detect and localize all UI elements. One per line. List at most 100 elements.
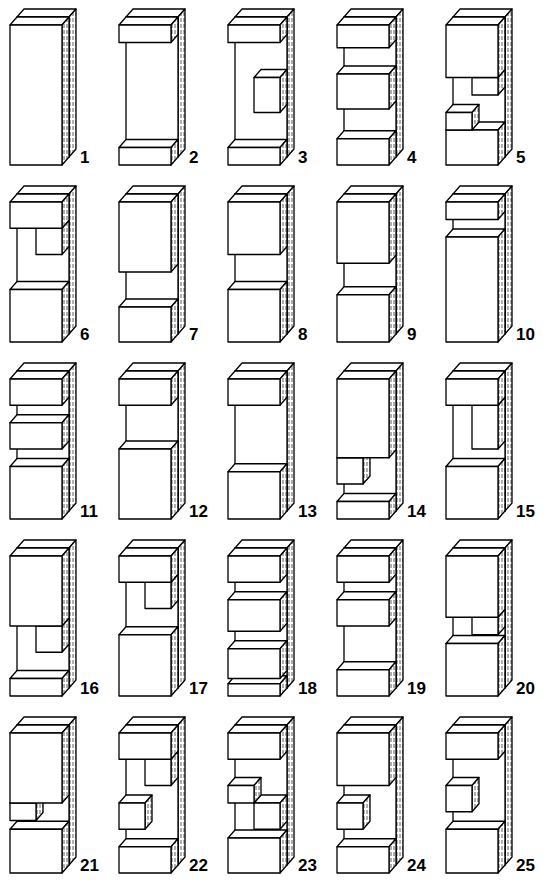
block-face	[228, 25, 280, 43]
block-face	[337, 295, 389, 342]
block-face	[178, 540, 185, 688]
callout-number: 10	[516, 326, 535, 343]
block-face	[472, 405, 498, 449]
block-face	[446, 636, 505, 644]
block-face	[287, 717, 294, 865]
block-face	[62, 194, 69, 228]
block-face	[498, 821, 505, 873]
block-face	[396, 186, 403, 334]
block-face	[119, 441, 178, 449]
callout-number: 13	[298, 503, 317, 520]
block-face	[472, 105, 479, 131]
block-face	[337, 600, 389, 626]
block-face	[337, 803, 363, 829]
block-piece	[228, 9, 294, 165]
block-face	[178, 363, 185, 511]
block-face	[17, 717, 76, 725]
block-face	[228, 140, 287, 148]
block-face	[287, 363, 294, 511]
block-face	[287, 186, 294, 334]
block-face	[446, 17, 505, 25]
block-face	[505, 9, 512, 157]
block-face	[17, 9, 76, 17]
block-face	[10, 679, 62, 697]
block-face	[171, 194, 178, 272]
callout-number: 15	[516, 503, 535, 520]
block-face	[337, 287, 396, 295]
block-face	[119, 635, 171, 696]
block-face	[344, 717, 403, 725]
block-face	[228, 202, 280, 255]
block-face	[498, 636, 505, 697]
block-face	[446, 821, 505, 829]
callout-number: 5	[516, 149, 525, 166]
block-face	[337, 733, 389, 786]
block-face	[126, 186, 185, 194]
block-piece	[228, 363, 294, 519]
block-face	[453, 717, 512, 725]
block-piece	[10, 363, 76, 519]
block-face	[119, 299, 178, 307]
block-face	[69, 9, 76, 157]
block-piece	[119, 186, 185, 342]
block-face	[446, 733, 498, 759]
block-piece	[119, 9, 185, 165]
block-face	[228, 379, 280, 405]
block-face	[235, 717, 294, 725]
block-face	[10, 17, 69, 25]
block-piece	[446, 9, 512, 165]
block-face	[62, 459, 69, 520]
block-face	[337, 494, 396, 502]
block-face	[62, 671, 69, 697]
block-face	[17, 363, 76, 371]
block-face	[228, 556, 280, 582]
block-piece	[446, 186, 512, 342]
block-face	[145, 759, 171, 785]
block-face	[472, 617, 498, 635]
callout-number: 12	[189, 503, 208, 520]
block-piece	[337, 363, 403, 519]
block-face	[228, 725, 287, 733]
block-face	[119, 17, 178, 25]
block-face	[280, 282, 287, 343]
block-face	[446, 194, 505, 202]
callout-number: 9	[407, 326, 416, 343]
block-face	[119, 803, 145, 829]
block-face	[62, 415, 69, 449]
block-face	[337, 139, 389, 165]
block-piece	[10, 540, 76, 696]
block-face	[446, 130, 498, 165]
block-piece	[446, 540, 512, 696]
block-face	[171, 839, 178, 873]
block-face	[337, 592, 396, 600]
block-face	[446, 379, 498, 405]
block-face	[126, 9, 185, 17]
block-face	[337, 839, 396, 847]
block-face	[119, 307, 171, 342]
block-face	[228, 641, 287, 649]
block-face	[396, 540, 403, 688]
block-face	[171, 140, 178, 166]
block-face	[10, 290, 62, 343]
block-face	[62, 725, 69, 803]
block-piece	[228, 186, 294, 342]
block-face	[178, 9, 185, 157]
block-face	[280, 592, 287, 632]
block-face	[446, 725, 505, 733]
block-face	[280, 371, 287, 405]
block-face	[472, 78, 498, 96]
block-face	[389, 548, 396, 582]
block-face	[280, 548, 287, 582]
block-face	[389, 66, 396, 109]
block-face	[498, 459, 505, 520]
block-face	[10, 379, 62, 405]
block-face	[69, 186, 76, 334]
block-face	[62, 17, 69, 165]
block-face	[119, 148, 171, 166]
block-face	[10, 467, 62, 520]
block-face	[17, 540, 76, 548]
block-face	[62, 371, 69, 405]
block-face	[10, 194, 69, 202]
